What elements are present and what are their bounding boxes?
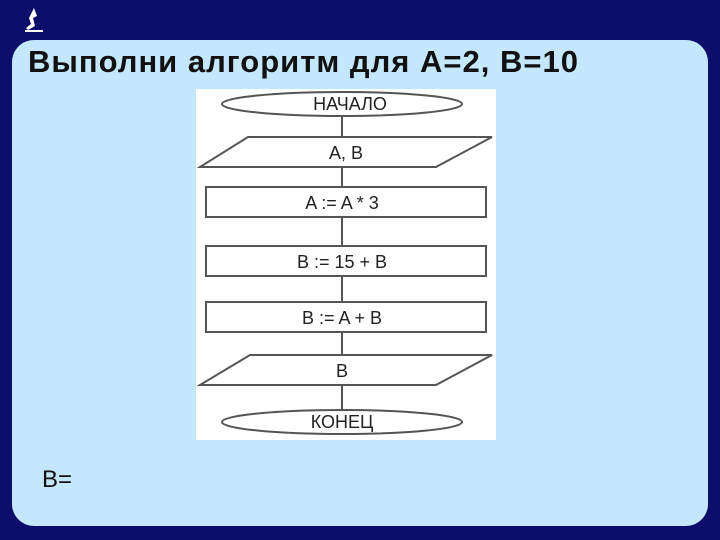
flowchart: НАЧАЛО A, B A := A * 3 B := 15 + B B := … [196,89,496,440]
process-label-3: B := A + B [302,308,382,328]
end-label: КОНЕЦ [311,412,374,432]
start-label: НАЧАЛО [313,94,387,114]
logo-icon [25,8,43,32]
input-parallelogram [196,136,493,168]
slide-title: Выполни алгоритм для A=2, B=10 [28,44,579,79]
process-label-1: A := A * 3 [305,193,379,213]
process-label-2: B := 15 + B [297,252,387,272]
output-parallelogram [196,354,493,386]
end-terminal [221,409,463,435]
process-box-1 [205,186,487,218]
answer-prompt: B= [42,466,73,493]
process-box-3 [205,301,487,333]
start-terminal [221,91,463,117]
output-label: B [336,361,348,381]
process-box-2 [205,245,487,277]
input-label: A, B [329,143,363,163]
